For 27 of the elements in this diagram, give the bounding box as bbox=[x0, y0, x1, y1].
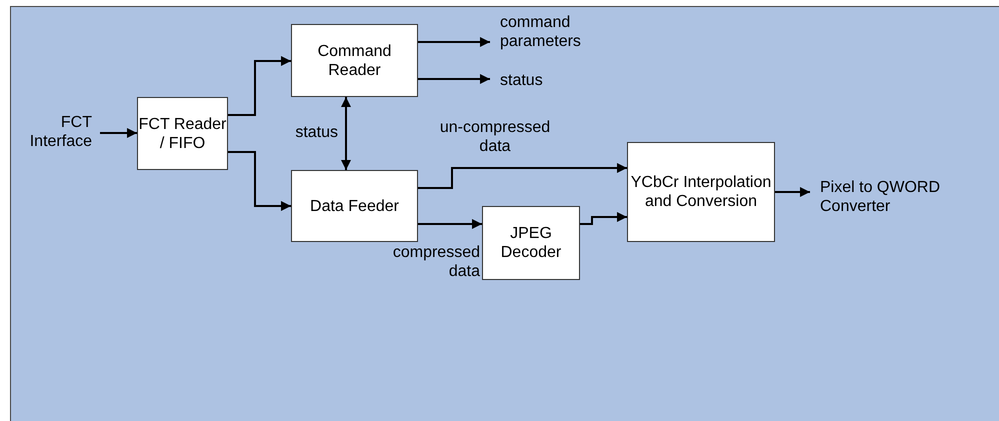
edge-label: status bbox=[295, 123, 338, 142]
arrow bbox=[418, 74, 490, 84]
process-box bbox=[137, 97, 228, 170]
arrow bbox=[100, 128, 137, 138]
arrow bbox=[580, 212, 627, 225]
process-box bbox=[291, 170, 418, 242]
arrow bbox=[775, 187, 810, 197]
text-label: FCT Interface bbox=[28, 113, 92, 151]
box-label: Data Feeder bbox=[310, 196, 399, 216]
process-box bbox=[291, 24, 418, 97]
process-box bbox=[482, 206, 580, 280]
box-label: FCT Reader / FIFO bbox=[138, 114, 227, 152]
arrow bbox=[418, 163, 627, 189]
edge-label: compressed data bbox=[392, 243, 480, 281]
arrow bbox=[228, 151, 291, 211]
box-label: YCbCr Interpolation and Conversion bbox=[630, 173, 772, 211]
arrow bbox=[418, 219, 482, 229]
arrow bbox=[228, 56, 291, 116]
text-label: Pixel to QWORD Converter bbox=[820, 178, 942, 216]
box-label: Command Reader bbox=[316, 42, 392, 80]
text-label: command parameters bbox=[500, 13, 582, 51]
arrow bbox=[418, 37, 490, 47]
box-label: JPEG Decoder bbox=[500, 224, 562, 262]
edge-label: un-compressed data bbox=[438, 118, 552, 156]
text-label: status bbox=[500, 70, 543, 90]
arrow bbox=[341, 97, 351, 170]
process-box bbox=[627, 142, 775, 242]
